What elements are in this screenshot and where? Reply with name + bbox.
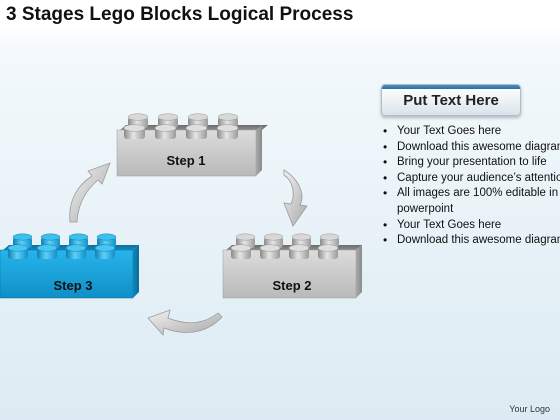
text-panel-title: Put Text Here bbox=[403, 92, 499, 109]
block-3-label: Step 3 bbox=[53, 278, 92, 293]
text-panel-header: Put Text Here bbox=[381, 84, 521, 116]
block-1-studs bbox=[123, 113, 239, 139]
block-1-label: Step 1 bbox=[166, 153, 205, 168]
arrow-3-to-1 bbox=[69, 162, 111, 223]
lego-block-step-2: Step 2 bbox=[222, 233, 362, 299]
lego-block-step-1: Step 1 bbox=[116, 113, 268, 177]
block-2-studs bbox=[230, 233, 340, 259]
arrow-1-to-2 bbox=[283, 169, 308, 227]
arrow-2-to-3 bbox=[147, 309, 223, 336]
bullet-list: Your Text Goes here Download this awesom… bbox=[380, 124, 560, 249]
bullet-item: Capture your audience’s attention bbox=[383, 171, 560, 187]
logo-placeholder: Your Logo bbox=[509, 404, 550, 414]
bullet-item: Your Text Goes here bbox=[383, 124, 560, 140]
bullet-item: All images are 100% editable in powerpoi… bbox=[383, 186, 560, 217]
page-title: 3 Stages Lego Blocks Logical Process bbox=[6, 4, 354, 25]
bullet-item: Download this awesome diagram bbox=[383, 233, 560, 249]
header-stripe bbox=[382, 85, 520, 89]
bullet-item: Your Text Goes here bbox=[383, 218, 560, 234]
block-2-label: Step 2 bbox=[272, 278, 311, 293]
lego-block-step-3: Step 3 bbox=[0, 233, 139, 299]
bullet-item: Download this awesome diagram bbox=[383, 140, 560, 156]
block-3-studs bbox=[7, 233, 117, 259]
bullet-item: Bring your presentation to life bbox=[383, 155, 560, 171]
